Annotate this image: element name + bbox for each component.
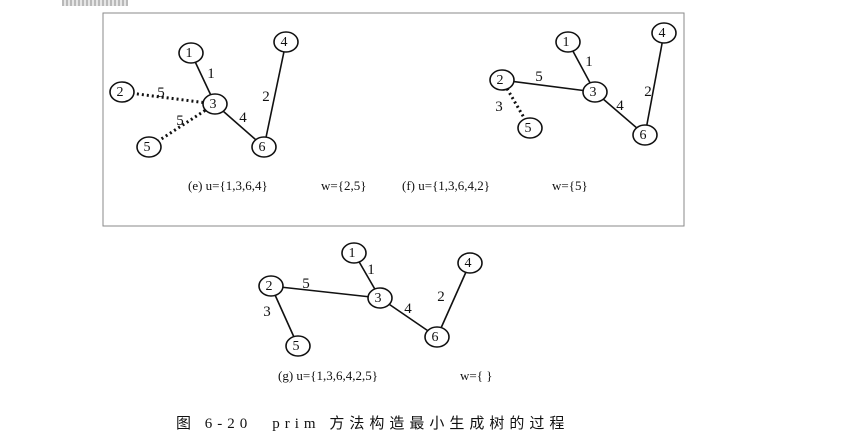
edge-weight-label: 2 [437,289,445,305]
node-label: 5 [144,140,151,155]
edge-weight-label: 5 [176,113,184,129]
node-circle [136,136,162,158]
node-circle [109,81,135,103]
edge-2-3 [501,79,596,93]
edge-weight-label: 4 [616,98,624,114]
edge-weight-label: 4 [239,110,247,126]
node-3: 3 [582,81,608,103]
node-circle [582,81,608,103]
edge-5-3 [148,102,216,149]
edge-weight-label: 4 [404,301,412,317]
edge-weight-label: 3 [263,304,271,320]
node-4: 4 [651,22,677,44]
node-circle [651,22,677,44]
node-circle [258,275,284,297]
node-circle [178,42,204,64]
node-label: 6 [640,128,647,143]
node-circle [273,31,299,53]
node-label: 1 [563,35,570,50]
edge-weight-label: 5 [535,69,543,85]
node-circle [251,136,277,158]
node-2: 2 [489,69,515,91]
node-3: 3 [367,287,393,309]
node-2: 2 [258,275,284,297]
node-circle [202,93,228,115]
figure-title: 图 6-20 prim 方法构造最小生成树的过程 [176,415,569,432]
node-circle [555,31,581,53]
node-label: 6 [259,140,266,155]
node-4: 4 [273,31,299,53]
edge-4-6 [436,262,471,338]
node-label: 3 [590,85,597,100]
scan-artifact [62,0,128,6]
node-4: 4 [457,252,483,274]
edge-weight-label: 1 [207,66,215,82]
node-1: 1 [555,31,581,53]
caption-f-u: (f) u={1,3,6,4,2} [402,178,490,193]
caption-f-w: w={5} [552,178,588,193]
node-label: 1 [186,46,193,61]
graph-panel-g: 1 5 3 4 2 1 2 3 4 5 6 [258,242,483,357]
node-2: 2 [109,81,135,103]
edge-weight-label: 5 [302,276,310,292]
node-5: 5 [136,136,162,158]
node-circle [489,69,515,91]
node-3: 3 [202,93,228,115]
edge-weight-label: 2 [262,89,270,105]
node-6: 6 [251,136,277,158]
node-label: 3 [210,97,217,112]
node-circle [285,335,311,357]
edge-weight-label: 2 [644,84,652,100]
panels-e-f-frame [102,12,685,227]
node-1: 1 [341,242,367,264]
node-circle [632,124,658,146]
edge-2-3 [121,90,216,106]
node-circle [424,326,450,348]
node-label: 5 [293,339,300,354]
node-5: 5 [517,117,543,139]
edge-2-3 [270,285,381,299]
node-label: 3 [375,291,382,306]
node-label: 2 [497,73,504,88]
caption-g-u: (g) u={1,3,6,4,2,5} [278,368,378,383]
edge-4-6 [263,41,287,148]
node-label: 4 [281,35,288,50]
node-label: 5 [525,121,532,136]
graph-panel-f: 1 5 3 4 2 1 2 3 4 5 6 [489,22,677,146]
node-5: 5 [285,335,311,357]
node-label: 2 [117,85,124,100]
edge-weight-label: 1 [585,54,593,70]
node-circle [341,242,367,264]
caption-e-w: w={2,5} [321,178,366,193]
node-label: 1 [349,246,356,261]
node-1: 1 [178,42,204,64]
node-6: 6 [424,326,450,348]
edge-4-6 [644,32,665,136]
caption-g-w: w={ } [460,368,492,383]
node-circle [517,117,543,139]
node-label: 4 [465,256,472,271]
node-label: 2 [266,279,273,294]
edge-weight-label: 1 [367,262,375,278]
node-6: 6 [632,124,658,146]
node-circle [367,287,393,309]
node-label: 6 [432,330,439,345]
edge-weight-label: 5 [157,85,165,101]
edge-weight-label: 3 [495,99,503,115]
caption-e-u: (e) u={1,3,6,4} [188,178,268,193]
node-label: 4 [659,26,666,41]
node-circle [457,252,483,274]
